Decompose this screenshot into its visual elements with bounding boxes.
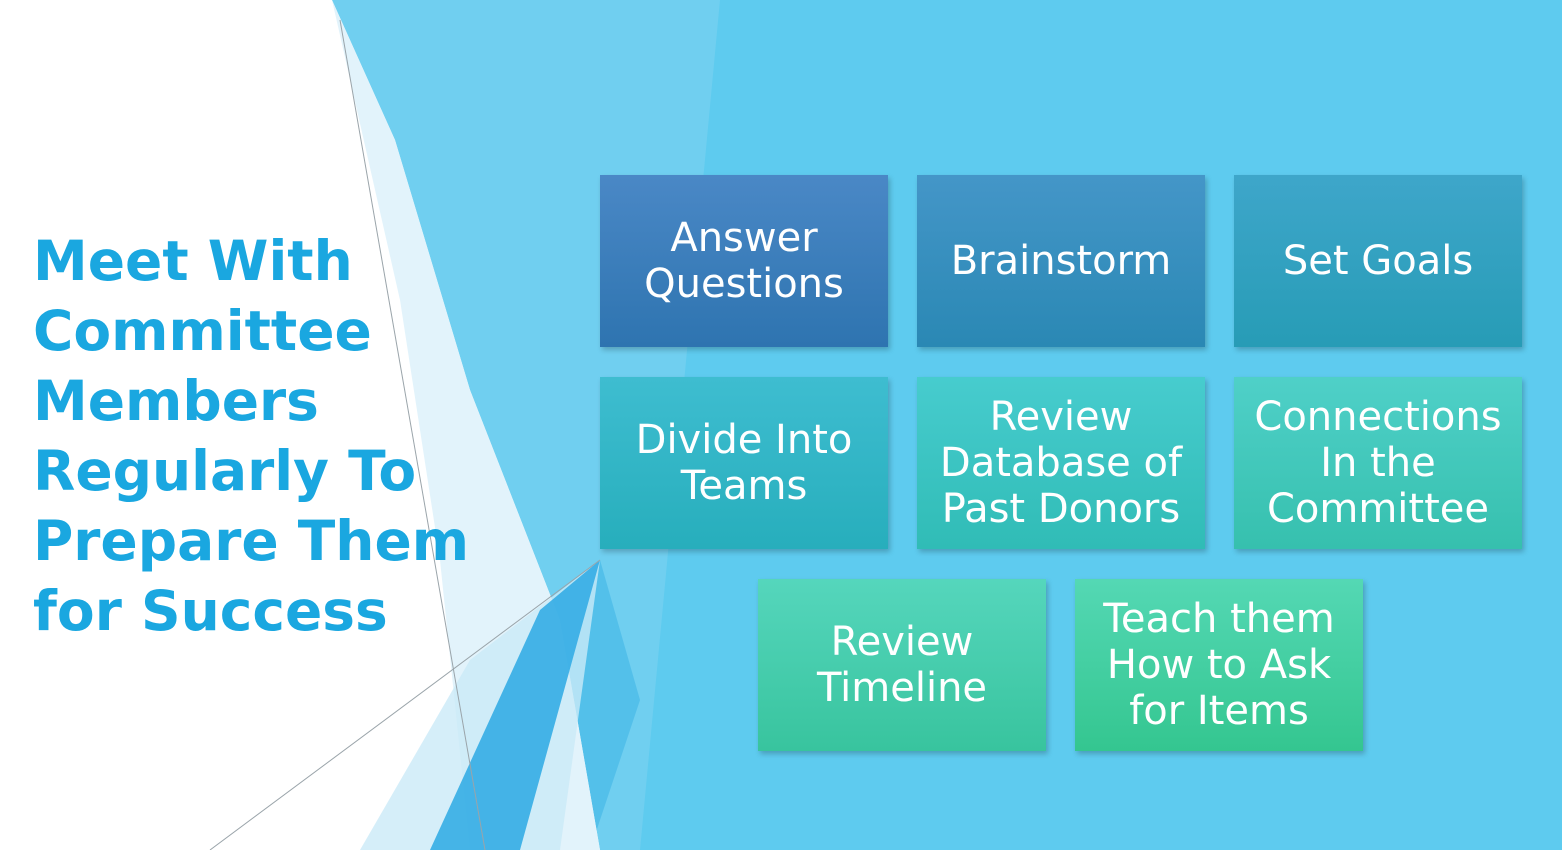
tile-label: Answer Questions [644, 215, 844, 307]
tile-label-line: In the [1320, 440, 1436, 486]
tile-label: Review Timeline [817, 619, 987, 711]
tile-label-line: Brainstorm [950, 238, 1172, 284]
decor-line-2 [209, 559, 601, 850]
tile-label: Brainstorm [951, 238, 1172, 284]
slide-title-line: for Success [33, 579, 388, 643]
tile-label-line: Connections [1254, 394, 1502, 440]
slide-title: Meet With Committee Members Regularly To… [33, 226, 493, 646]
tile-brainstorm: Brainstorm [917, 175, 1205, 347]
slide-title-line: Members [33, 369, 319, 433]
tile-label-line: Review [989, 394, 1133, 440]
tile-label-line: Answer [670, 215, 818, 261]
tile-answer-questions: Answer Questions [600, 175, 888, 347]
tile-connections: Connections In the Committee [1234, 377, 1522, 549]
tile-label-line: Set Goals [1282, 238, 1474, 284]
tile-label-line: Questions [644, 261, 844, 307]
slide-title-line: Prepare Them [33, 509, 470, 573]
tile-label-line: Database of [939, 440, 1183, 486]
tile-label-line: Past Donors [941, 486, 1181, 532]
tile-label: Connections In the Committee [1254, 394, 1501, 532]
tile-label-line: Committee [1266, 486, 1489, 532]
slide-title-line: Meet With [33, 229, 353, 293]
tile-label: Divide Into Teams [636, 417, 853, 509]
tile-label: Set Goals [1283, 238, 1473, 284]
tile-divide-into-teams: Divide Into Teams [600, 377, 888, 549]
slide-title-line: Committee [33, 299, 372, 363]
tile-label-line: Teach them [1103, 596, 1335, 642]
tile-review-timeline: Review Timeline [758, 579, 1046, 751]
tile-label: Review Database of Past Donors [940, 394, 1182, 532]
tile-label-line: Divide Into [635, 417, 853, 463]
tile-teach-them: Teach them How to Ask for Items [1075, 579, 1363, 751]
tile-label-line: for Items [1129, 688, 1309, 734]
slide-title-line: Regularly To [33, 439, 417, 503]
tile-label-line: Review [830, 619, 974, 665]
decor-line-1 [339, 19, 486, 850]
tile-label: Teach them How to Ask for Items [1103, 596, 1334, 734]
tile-label-line: How to Ask [1106, 642, 1332, 688]
tile-set-goals: Set Goals [1234, 175, 1522, 347]
tile-label-line: Timeline [816, 665, 988, 711]
tile-label-line: Teams [680, 463, 808, 509]
tile-review-database: Review Database of Past Donors [917, 377, 1205, 549]
